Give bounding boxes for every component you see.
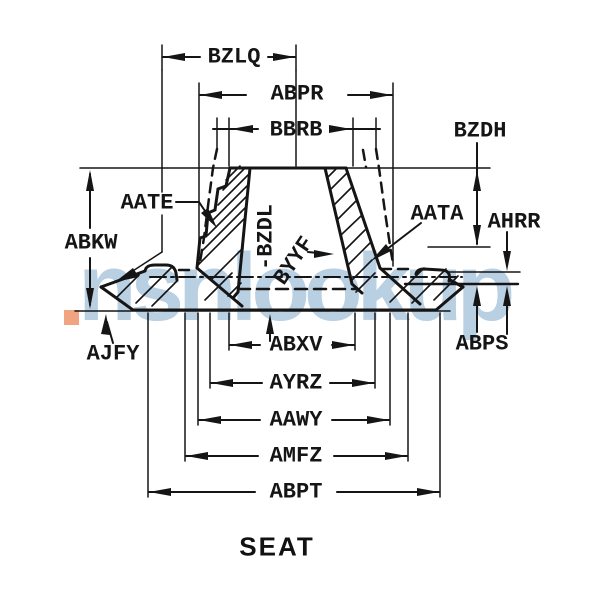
dimension-lines [89,56,508,493]
hidden-outline-dashed [177,147,417,291]
section-hatching [116,165,459,307]
arrowheads [86,53,511,496]
watermark-square-icon [64,310,79,325]
seat-outline [99,166,520,312]
